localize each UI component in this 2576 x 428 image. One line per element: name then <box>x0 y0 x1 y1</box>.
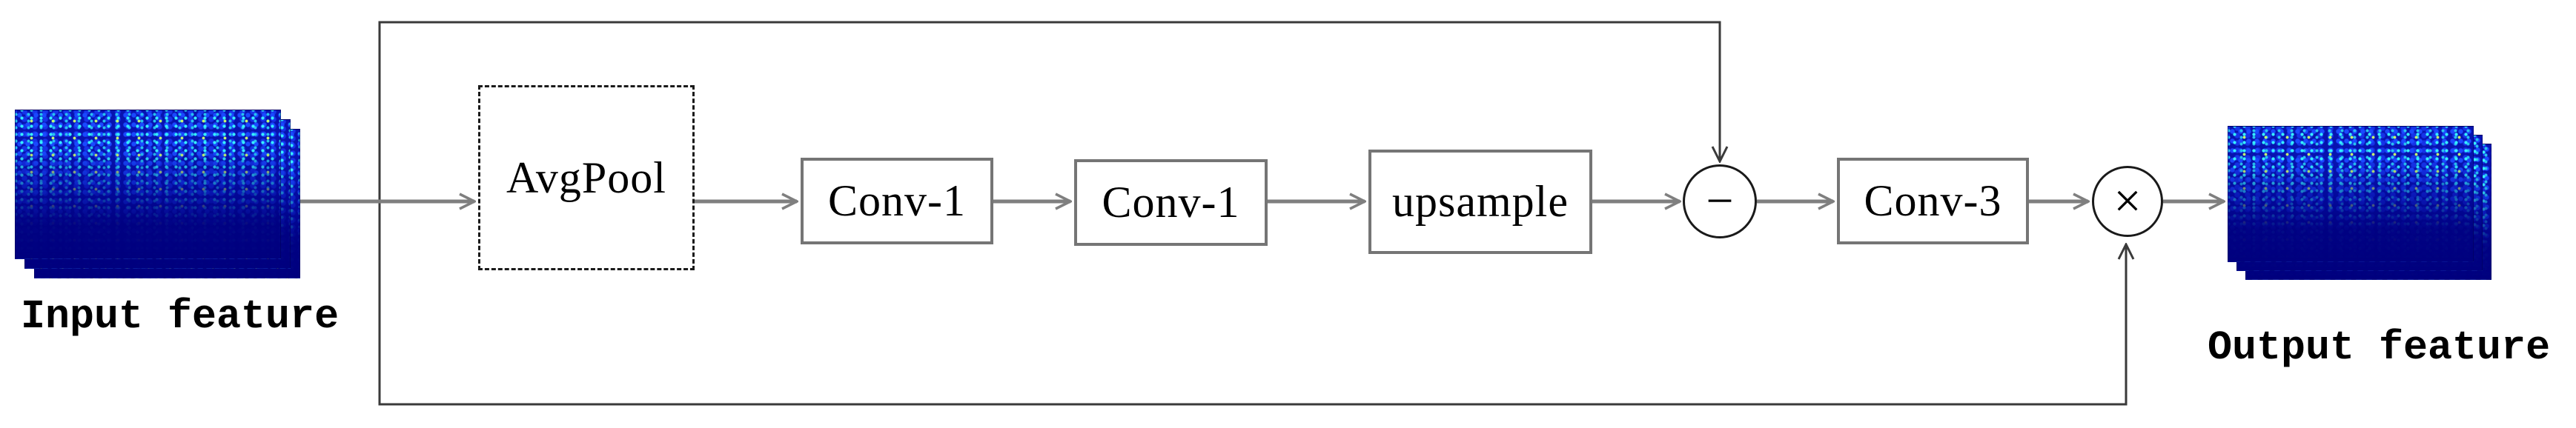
skip-top-to-subtract <box>378 21 1720 201</box>
avgpool-label: AvgPool <box>506 153 666 202</box>
upsample-box: upsample <box>1368 150 1592 254</box>
conv1-label-1: Conv-1 <box>828 176 966 225</box>
avgpool-box: AvgPool <box>478 85 695 270</box>
skip-bottom-to-multiply <box>378 201 2126 406</box>
input-feature-label: Input feature <box>21 293 340 340</box>
conv3-label: Conv-3 <box>1864 176 2002 225</box>
times-icon: × <box>2113 174 2142 228</box>
conv1-box-2: Conv-1 <box>1074 159 1268 246</box>
upsample-label: upsample <box>1392 177 1569 226</box>
feature-map-sheet <box>2228 126 2474 262</box>
multiply-node: × <box>2092 166 2163 237</box>
subtract-node: − <box>1683 164 1757 238</box>
conv1-box-1: Conv-1 <box>801 158 993 244</box>
output-feature-label: Output feature <box>2208 324 2551 371</box>
conv3-box: Conv-3 <box>1837 158 2029 244</box>
minus-icon: − <box>1706 174 1734 228</box>
feature-map-sheet <box>15 110 281 259</box>
conv1-label-2: Conv-1 <box>1102 178 1240 227</box>
